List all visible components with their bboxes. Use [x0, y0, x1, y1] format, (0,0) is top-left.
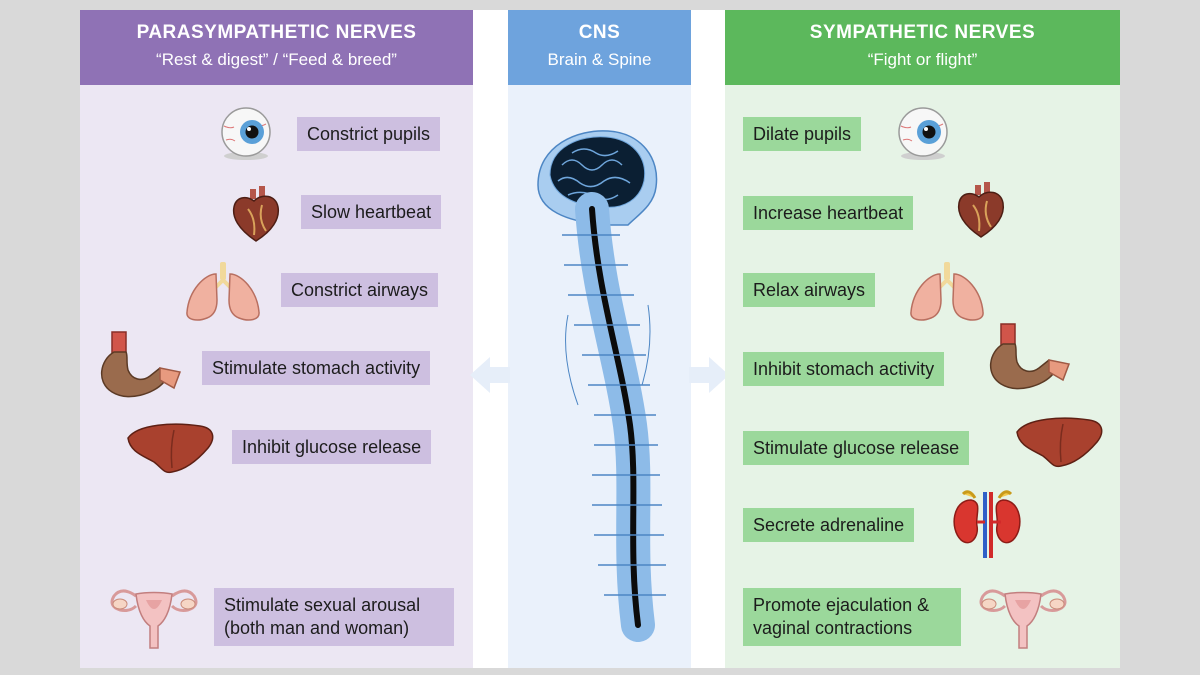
- eye-icon: [895, 106, 951, 162]
- kidney-adrenal-icon: [949, 488, 1025, 560]
- symp-item-promote-ejaculation: Promote ejaculation & vaginal contractio…: [743, 588, 961, 646]
- parasympathetic-subtitle: “Rest & digest” / “Feed & breed”: [156, 50, 397, 69]
- sympathetic-subtitle: “Fight or flight”: [867, 50, 978, 69]
- para-item-inhibit-glucose: Inhibit glucose release: [232, 430, 432, 464]
- cns-panel: CNS Brain & Spine: [508, 10, 691, 668]
- sympathetic-title: SYMPATHETIC NERVES: [809, 22, 1036, 43]
- liver-icon: [1013, 414, 1105, 470]
- liver-icon: [124, 420, 216, 476]
- para-item-stimulate-stomach: Stimulate stomach activity: [202, 351, 431, 385]
- parasympathetic-header: PARASYMPATHETIC NERVES “Rest & digest” /…: [80, 10, 473, 85]
- lungs-icon: [183, 260, 263, 324]
- cns-subtitle: Brain & Spine: [547, 50, 652, 69]
- lungs-icon: [907, 260, 987, 324]
- stomach-icon: [987, 322, 1077, 392]
- para-item-constrict-pupils: Constrict pupils: [297, 117, 441, 151]
- sympathetic-header: SYMPATHETIC NERVES “Fight or flight”: [725, 10, 1120, 85]
- para-item-slow-heartbeat: Slow heartbeat: [301, 195, 442, 229]
- brain-spine-icon: [537, 130, 666, 642]
- cns-header: CNS Brain & Spine: [508, 10, 691, 85]
- symp-item-increase-heartbeat: Increase heartbeat: [743, 196, 914, 230]
- symp-item-relax-airways: Relax airways: [743, 273, 876, 307]
- symp-item-inhibit-stomach: Inhibit stomach activity: [743, 352, 945, 386]
- reproductive-organ-icon: [975, 582, 1071, 652]
- parasympathetic-title: PARASYMPATHETIC NERVES: [136, 22, 417, 43]
- cns-title: CNS: [578, 22, 621, 43]
- symp-item-secrete-adrenaline: Secrete adrenaline: [743, 508, 915, 542]
- right-arrow-icon: [689, 357, 729, 393]
- para-item-sexual-arousal: Stimulate sexual arousal (both man and w…: [214, 588, 454, 646]
- eye-icon: [218, 106, 274, 162]
- left-arrow-icon: [470, 357, 510, 393]
- reproductive-organ-icon: [106, 582, 202, 652]
- stomach-icon: [98, 330, 188, 400]
- para-item-constrict-airways: Constrict airways: [281, 273, 439, 307]
- sympathetic-panel: SYMPATHETIC NERVES “Fight or flight” Dil…: [725, 10, 1120, 668]
- symp-item-dilate-pupils: Dilate pupils: [743, 117, 862, 151]
- symp-item-stimulate-glucose: Stimulate glucose release: [743, 431, 970, 465]
- heart-icon: [953, 178, 1009, 240]
- parasympathetic-panel: PARASYMPATHETIC NERVES “Rest & digest” /…: [80, 10, 473, 668]
- heart-icon: [228, 182, 284, 244]
- diagram-canvas: PARASYMPATHETIC NERVES “Rest & digest” /…: [80, 10, 1120, 668]
